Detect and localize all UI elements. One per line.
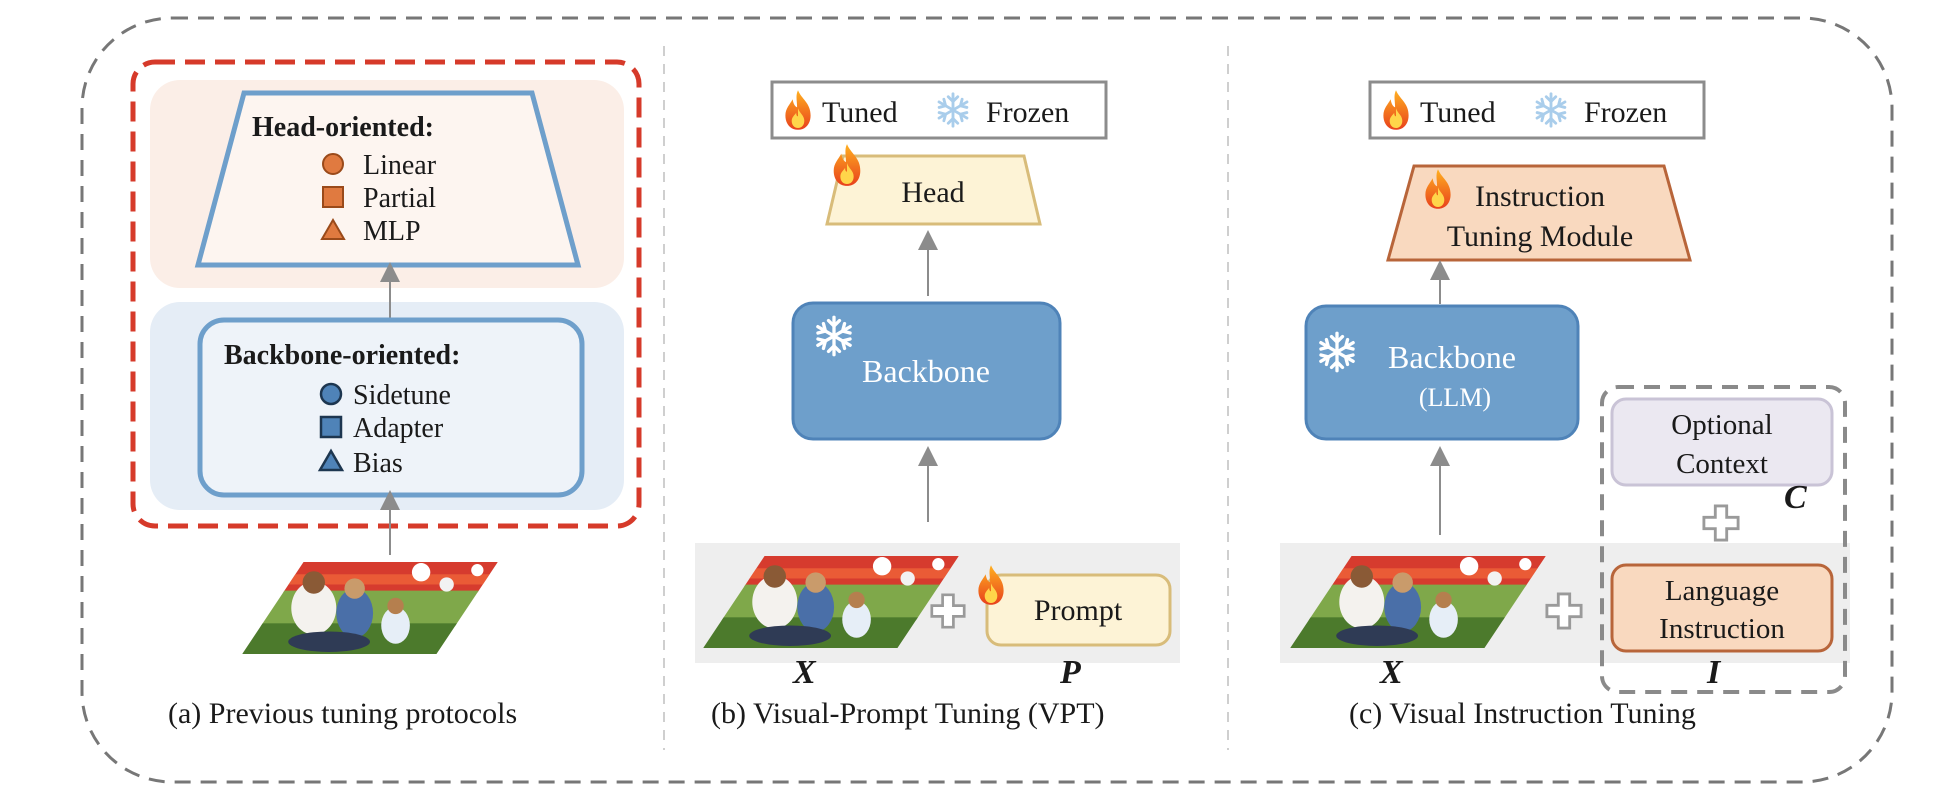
caption-a: (a) Previous tuning protocols xyxy=(168,697,517,730)
panel-a: Head-oriented: Linear Partial MLP Backbo… xyxy=(130,59,642,730)
c-symbol: C xyxy=(1784,479,1807,516)
language-instruction-box xyxy=(1610,563,1834,653)
instruction-line2: Instruction xyxy=(1659,613,1785,645)
text-inputs-dashed-box xyxy=(1600,385,1847,694)
legend-box xyxy=(770,80,1108,140)
backbone-oriented-title: Backbone-oriented: xyxy=(224,340,460,371)
caption-b: (b) Visual-Prompt Tuning (VPT) xyxy=(711,697,1105,730)
fire-icon xyxy=(833,144,861,186)
head-trapezoid xyxy=(825,154,1042,226)
instruction-line1: Language xyxy=(1665,575,1779,607)
panel-c: Tuned Frozen Instruction Tuning Module B… xyxy=(1280,80,1850,730)
input-image xyxy=(242,562,498,654)
context-line1: Optional xyxy=(1671,409,1773,441)
legend-frozen: Frozen xyxy=(1584,96,1667,129)
circle-icon xyxy=(319,382,343,406)
backbone-sub: (LLM) xyxy=(1419,383,1491,412)
circle-icon xyxy=(322,153,344,175)
instruction-tuning-module xyxy=(1386,164,1692,262)
x-symbol: X xyxy=(792,654,817,691)
square-icon xyxy=(322,186,344,208)
legend-box xyxy=(1368,80,1706,140)
head-oriented-title: Head-oriented: xyxy=(252,112,434,143)
square-icon xyxy=(319,415,343,439)
panel-b: Tuned Frozen Head Backbone Prompt X P (b… xyxy=(695,80,1180,730)
triangle-icon xyxy=(317,448,345,472)
backbone-label: Backbone xyxy=(1388,339,1516,375)
plus-icon xyxy=(1702,504,1740,542)
module-line1: Instruction xyxy=(1475,180,1605,213)
legend-frozen: Frozen xyxy=(986,96,1069,129)
head-item-mlp: MLP xyxy=(363,216,421,247)
backbone-item-adapter: Adapter xyxy=(353,413,444,444)
triangle-icon xyxy=(320,218,346,240)
head-label: Head xyxy=(901,176,964,209)
red-dashed-box xyxy=(130,59,642,529)
caption-c: (c) Visual Instruction Tuning xyxy=(1349,697,1696,730)
prompt-label: Prompt xyxy=(1034,594,1123,627)
head-oriented-trapezoid xyxy=(194,90,582,268)
head-item-linear: Linear xyxy=(363,150,437,181)
legend-tuned: Tuned xyxy=(1420,96,1496,129)
outer-frame xyxy=(80,16,1894,784)
x-symbol: X xyxy=(1379,654,1404,691)
legend-tuned: Tuned xyxy=(822,96,898,129)
context-line2: Context xyxy=(1676,448,1768,480)
module-line2: Tuning Module xyxy=(1447,220,1633,253)
optional-context-box xyxy=(1610,397,1834,487)
backbone-box xyxy=(791,301,1062,441)
head-item-partial: Partial xyxy=(363,183,436,214)
backbone-llm-box xyxy=(1304,304,1580,441)
p-symbol: P xyxy=(1059,654,1081,691)
backbone-item-sidetune: Sidetune xyxy=(353,380,451,411)
backbone-item-bias: Bias xyxy=(353,448,403,479)
prompt-box xyxy=(985,573,1172,647)
i-symbol: I xyxy=(1706,654,1722,691)
backbone-label: Backbone xyxy=(862,353,990,389)
